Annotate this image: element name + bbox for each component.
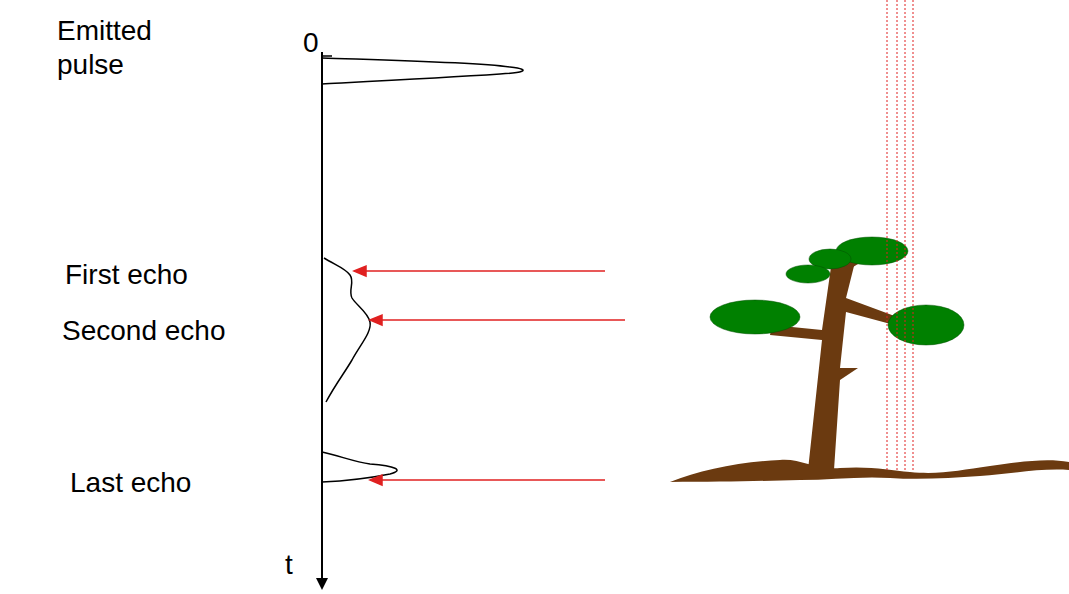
arrowhead [354,266,366,276]
time-axis [321,52,323,580]
pulse-label: Emitted pulse [57,14,187,82]
return-arrow [378,319,625,321]
echo-label: First echo [65,258,188,292]
tree-foliage [786,265,830,283]
laser-beam-edge [897,0,898,470]
last-echo-waveform [322,452,397,482]
return-arrow [378,479,605,481]
echo-label: Second echo [62,314,225,348]
laser-beam-edge [913,0,914,470]
tree-foliage [710,300,800,334]
emitted-pulse-waveform [322,58,523,84]
axis-label: t [285,548,293,582]
arrowhead [370,315,382,325]
tree-trunk [770,250,900,470]
laser-beam-edge [905,0,906,470]
arrowhead [370,475,382,485]
time-zero-label: 0 [303,26,319,60]
ground [670,460,1069,482]
laser-beam-edge [887,0,888,470]
axis-arrowhead [316,578,328,590]
tree-foliage [888,305,964,345]
return-arrow [362,270,605,272]
echo-waveform [324,258,370,402]
echo-label: Last echo [70,466,191,500]
zero-tick [322,55,332,57]
